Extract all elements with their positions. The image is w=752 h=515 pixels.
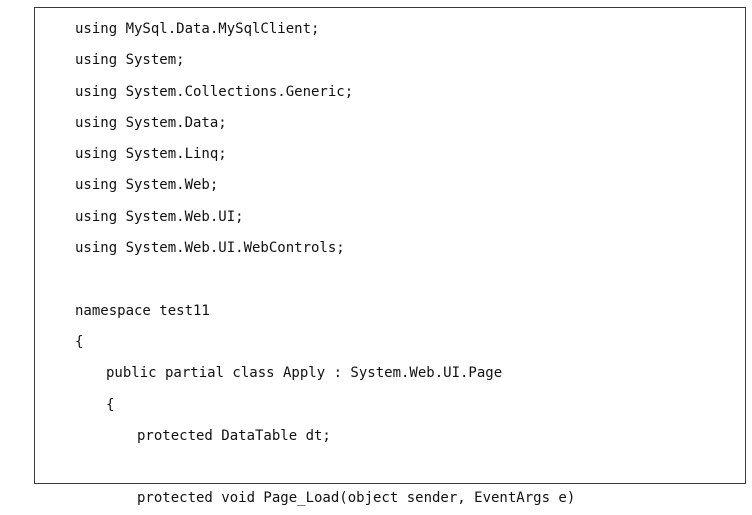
code-line-using-system-data: using System.Data; <box>75 114 227 131</box>
code-line-using-system-linq: using System.Linq; <box>75 146 227 163</box>
code-line-using-system: using System; <box>75 52 185 69</box>
code-line-class-declaration: public partial class Apply : System.Web.… <box>106 365 503 382</box>
code-line-using-system-web: using System.Web; <box>75 177 219 194</box>
code-line-namespace: namespace test11 <box>75 302 210 319</box>
code-line-using-mysql: using MySql.Data.MySqlClient; <box>75 21 320 37</box>
code-line-using-system-web-ui: using System.Web.UI; <box>75 208 244 225</box>
code-line-blank <box>75 452 745 483</box>
code-line-page-load: protected void Page_Load(object sender, … <box>137 490 576 507</box>
code-line-using-webcontrols: using System.Web.UI.WebControls; <box>75 240 345 257</box>
code-line-datatable-field: protected DataTable dt; <box>137 427 331 444</box>
code-line-class-open-brace: { <box>106 396 115 413</box>
code-lines: using MySql.Data.MySqlClient; using Syst… <box>75 14 745 515</box>
code-line-namespace-open-brace: { <box>75 333 84 350</box>
code-line-blank <box>75 264 745 295</box>
code-listing: using MySql.Data.MySqlClient; using Syst… <box>34 7 746 506</box>
code-line-using-collections-generic: using System.Collections.Generic; <box>75 83 354 100</box>
